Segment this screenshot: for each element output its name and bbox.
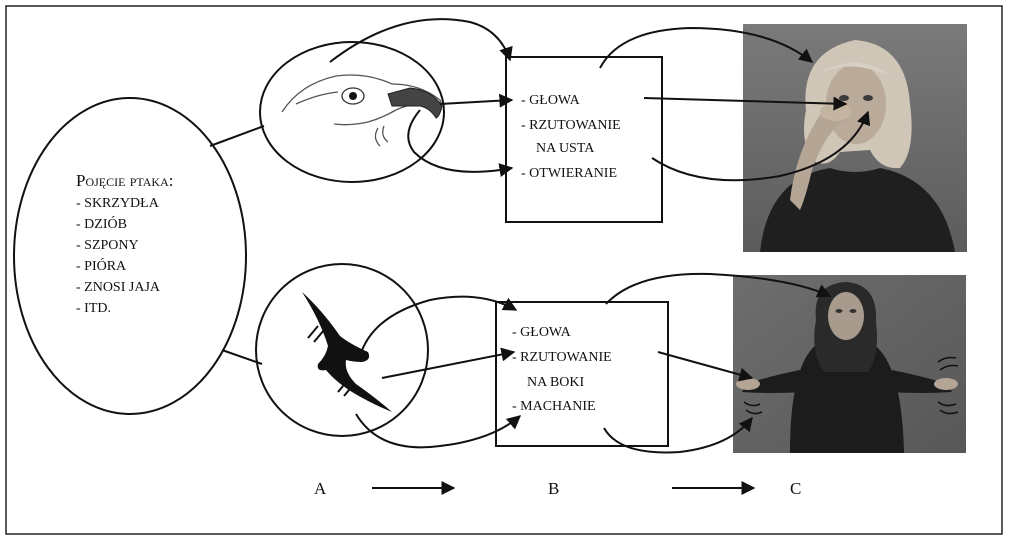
- connector-top: [209, 125, 265, 147]
- stage-label-b: B: [548, 479, 559, 498]
- concept-item: - ZNOSI JAJA: [76, 280, 161, 295]
- concept-text: Pojęcie ptaka: - SKRZYDŁA - DZIÓB - SZPO…: [76, 171, 173, 316]
- bottom-feature-line: NA BOKI: [527, 375, 585, 390]
- bottom-feature-line: - RZUTOWANIE: [512, 350, 612, 365]
- eagle-eye-icon: [349, 92, 357, 100]
- arrow-bird-to-rzutowanie: [381, 347, 516, 379]
- woman-signing-photo: [743, 24, 967, 252]
- top-feature-line: NA USTA: [536, 141, 595, 156]
- concept-item: - DZIÓB: [76, 215, 127, 232]
- concept-item: - SZPONY: [76, 238, 139, 253]
- bottom-feature-text: - GŁOWA - RZUTOWANIE NA BOKI - MACHANIE: [512, 325, 612, 414]
- concept-item: - SKRZYDŁA: [76, 196, 160, 211]
- connector-bottom: [221, 349, 263, 365]
- outer-frame: [5, 5, 1003, 535]
- concept-ellipse: [13, 97, 247, 415]
- arrow-box-to-girl-head: [605, 272, 832, 305]
- motion-marks-icon: [307, 325, 355, 397]
- top-feature-text: - GŁOWA - RZUTOWANIE NA USTA - OTWIERANI…: [521, 93, 621, 181]
- top-feature-line: - RZUTOWANIE: [521, 118, 621, 133]
- arrow-box-to-woman-head: [599, 26, 814, 69]
- concept-item: - PIÓRA: [76, 257, 127, 274]
- arrow-glowa-to-mouth: [643, 96, 848, 111]
- eagle-circle: [259, 41, 445, 183]
- eagle-head-icon: [281, 74, 442, 147]
- arrow-eagle-loop-to-otwieranie: [407, 109, 514, 177]
- girl-signing-photo: [733, 275, 966, 453]
- arrow-eagle-to-box: [329, 18, 513, 63]
- flying-bird-icon: [302, 292, 392, 412]
- arrow-rzutowanie-to-arm: [657, 351, 754, 382]
- stage-label-c: C: [790, 479, 801, 498]
- top-feature-box: [505, 56, 663, 223]
- arrow-beak-to-glowa: [439, 93, 514, 108]
- top-feature-line: - OTWIERANIE: [521, 166, 617, 181]
- arrow-bird-to-box: [359, 295, 518, 357]
- wave-marks-icon: [743, 356, 959, 415]
- bottom-feature-line: - GŁOWA: [512, 325, 572, 340]
- arrow-otwieranie-to-hand: [651, 110, 871, 182]
- stage-label-a: A: [314, 479, 327, 498]
- bird-circle: [255, 263, 429, 437]
- concept-title: Pojęcie ptaka:: [76, 171, 173, 190]
- top-feature-line: - GŁOWA: [521, 93, 581, 108]
- bottom-feature-line: - MACHANIE: [512, 399, 596, 414]
- arrow-machanie-to-waves: [603, 416, 753, 454]
- bottom-feature-box: [495, 301, 669, 447]
- arrow-bird-loop-to-machanie: [355, 413, 522, 449]
- concept-item: - ITD.: [76, 301, 111, 316]
- eagle-beak-icon: [387, 87, 443, 119]
